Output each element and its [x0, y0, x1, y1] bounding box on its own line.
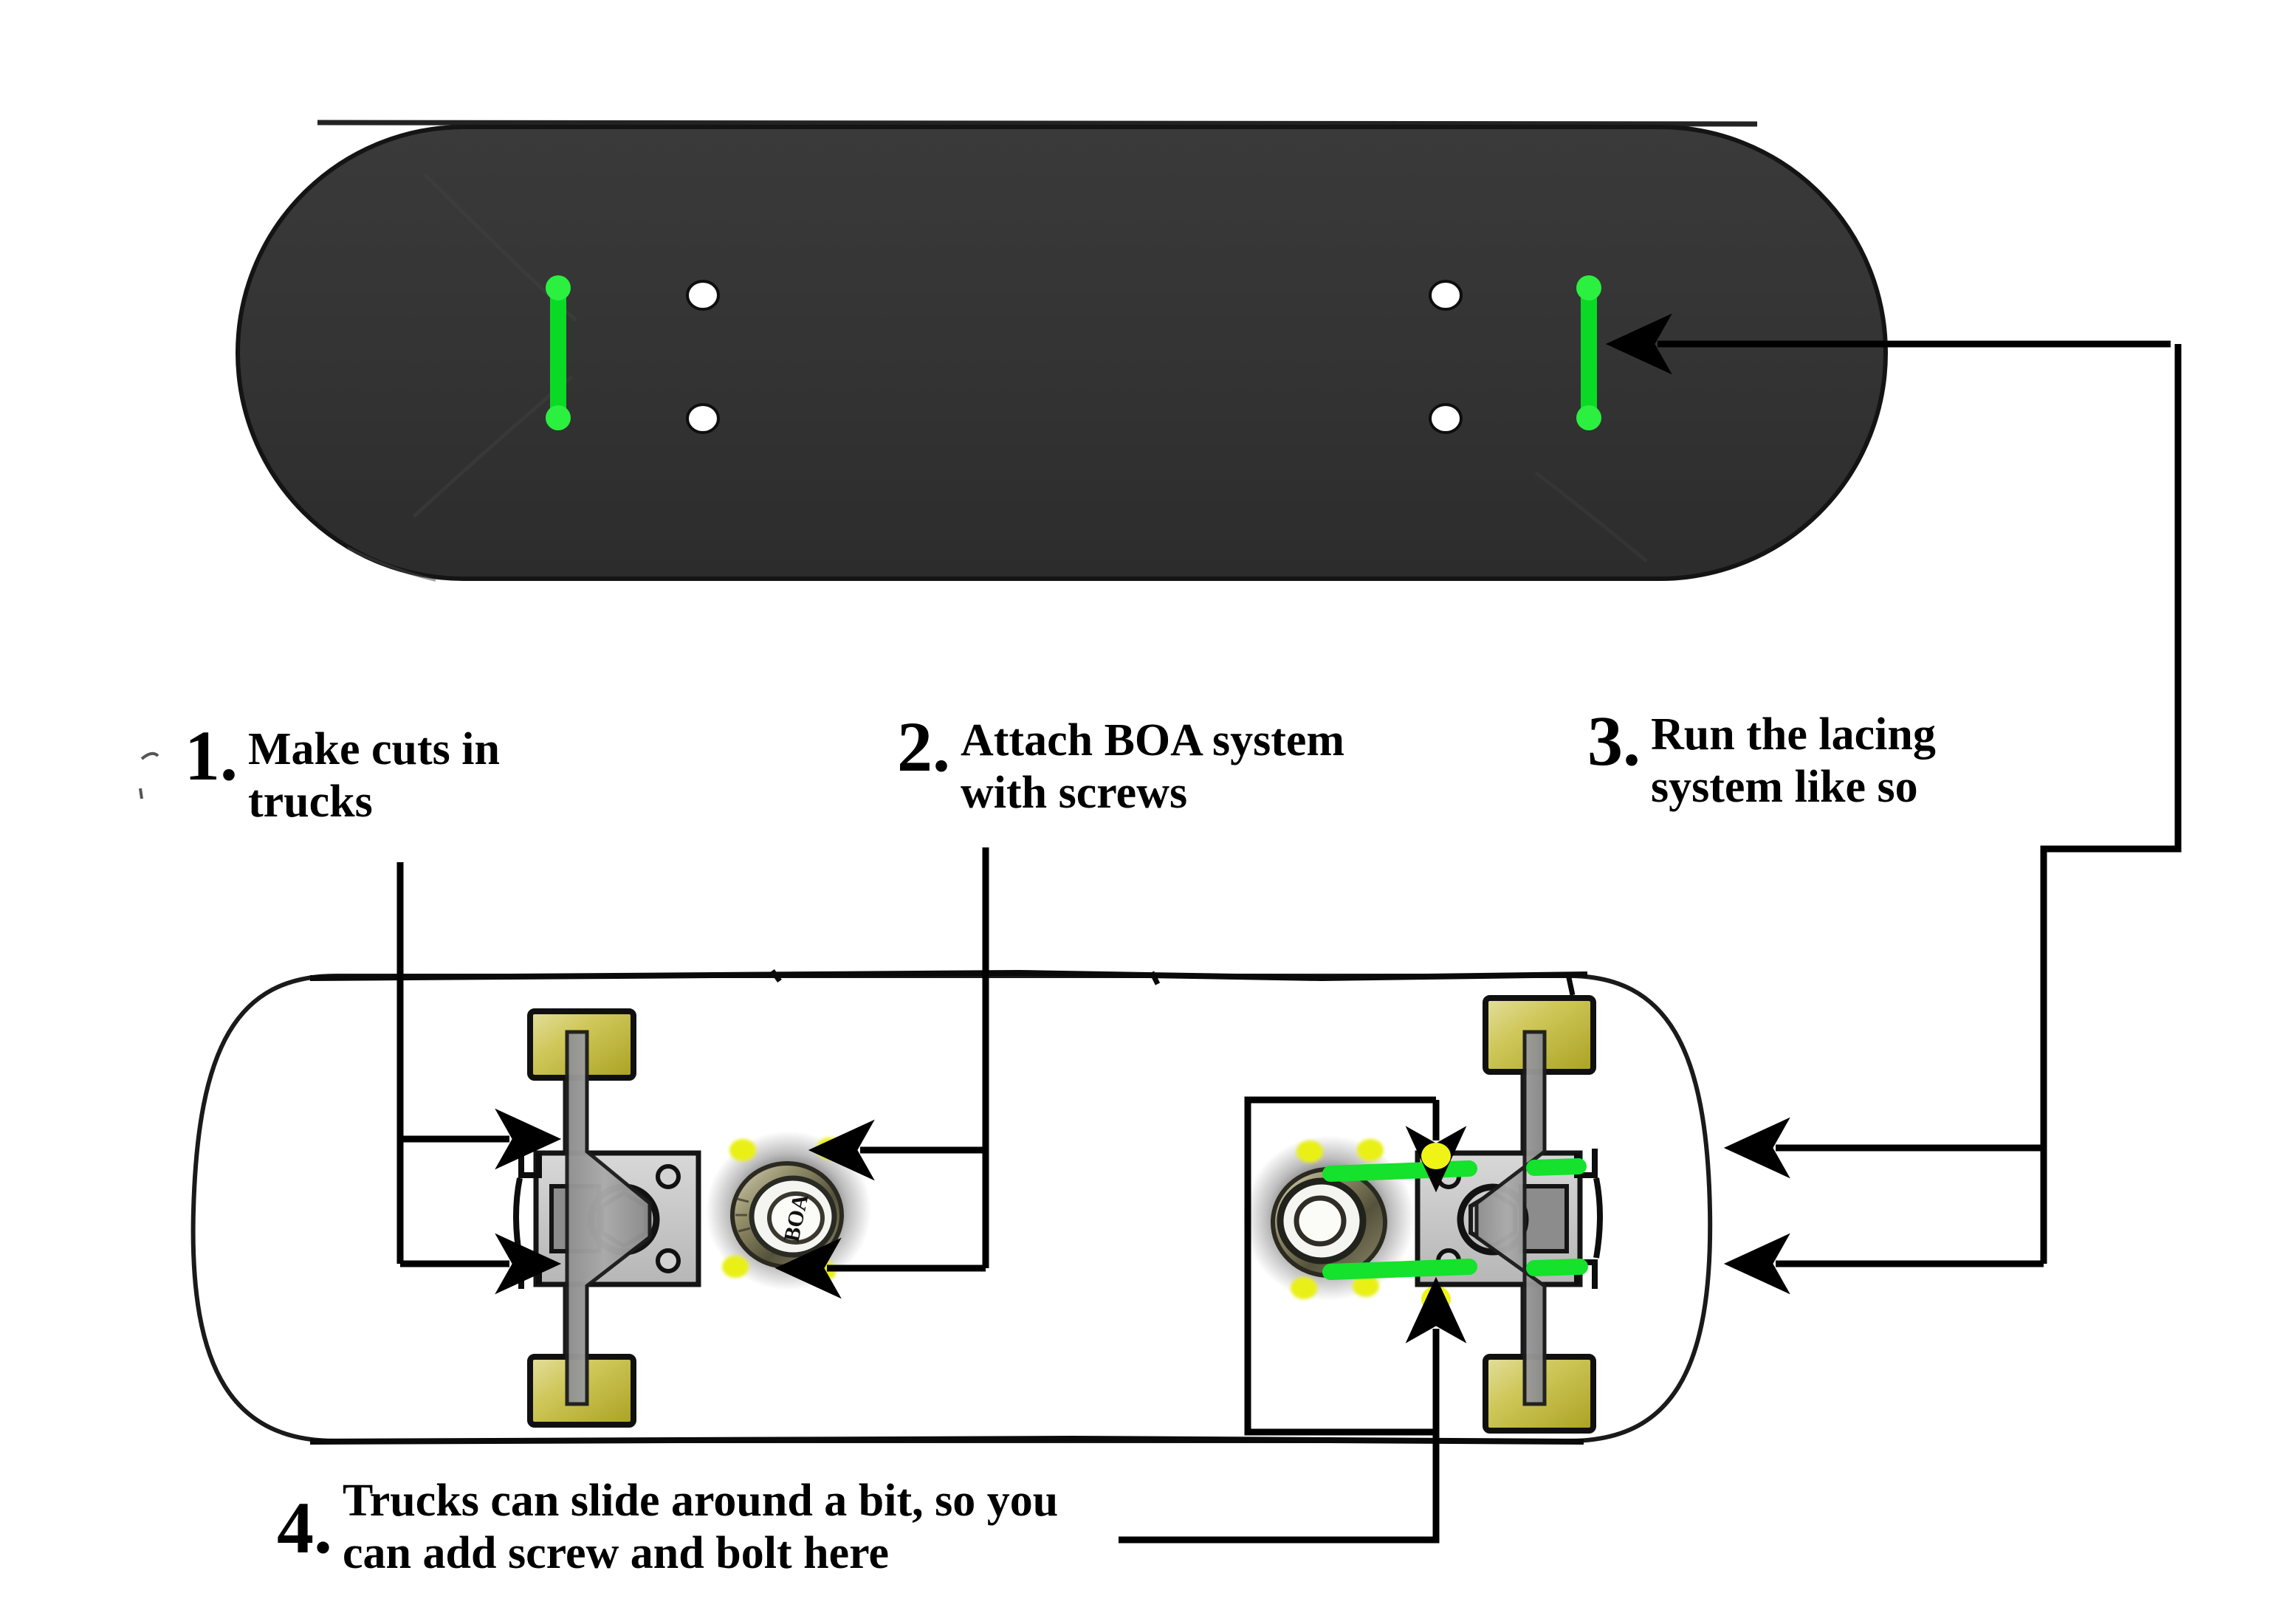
skateboard-deck-top-view	[236, 120, 1888, 582]
step-1-connector	[396, 862, 562, 1295]
lace-slot-right	[1576, 275, 1601, 430]
step-4-label: 4. Trucks can slide around a bit, so you…	[277, 1475, 1058, 1579]
step-1-label: 1. Make cuts in trucks	[185, 716, 500, 828]
screw-dot-icon	[1291, 1139, 1384, 1299]
step-3-number: 3.	[1587, 701, 1641, 780]
step-3-label: 3. Run the lacing system like so	[1587, 701, 1936, 813]
stray-ink-marks	[139, 751, 159, 799]
mounting-hole-icon	[686, 280, 1463, 434]
truck-left	[513, 1008, 701, 1428]
step-4-connector	[1119, 1276, 1467, 1544]
step-2-connector	[774, 847, 989, 1299]
step-2-label: 2. Attach BOA system with screws	[897, 707, 1345, 819]
step-4-bracket	[1244, 1096, 1467, 1436]
step-1-text: Make cuts in trucks	[248, 724, 500, 827]
step-4-number: 4.	[277, 1487, 332, 1569]
step-3-text: Run the lacing system like so	[1651, 709, 1936, 812]
step-4-text: Trucks can slide around a bit, so you ca…	[343, 1476, 1059, 1578]
step-1-number: 1.	[185, 716, 238, 795]
step-3-connector	[1605, 313, 2182, 1295]
step-2-text: Attach BOA system with screws	[961, 715, 1345, 818]
step-2-number: 2.	[897, 707, 950, 786]
lace-slot-left	[546, 275, 571, 430]
deck-surface	[236, 125, 1888, 581]
